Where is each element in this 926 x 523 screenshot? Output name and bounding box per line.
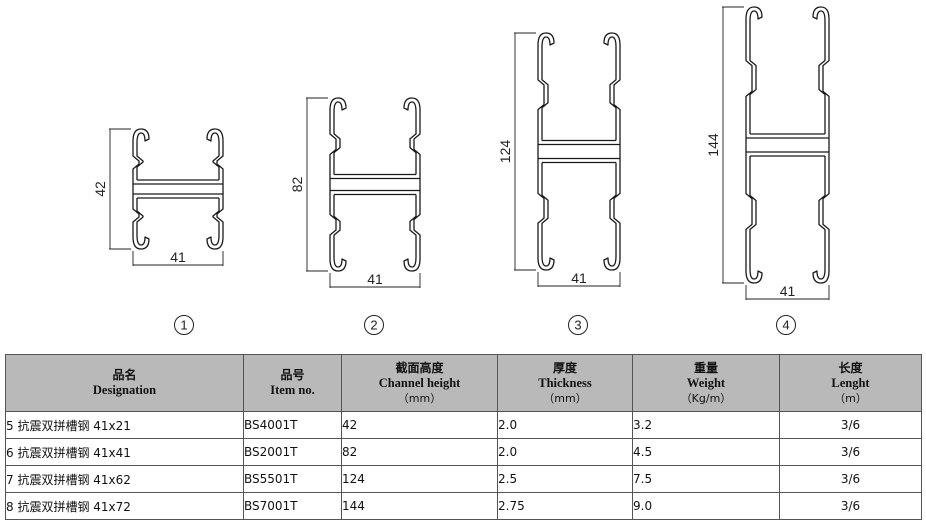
width-dimension-line: [329, 273, 421, 288]
profile-outline: [537, 32, 621, 271]
cell-length: 3/6: [779, 438, 922, 466]
profile-4: 144 41 4: [705, 6, 830, 335]
profile-2: 82 41 2: [289, 97, 421, 335]
profile-number-circle: [568, 315, 588, 335]
height-dimension-line: [722, 6, 744, 284]
width-dimension-line: [537, 272, 621, 287]
header-designation: 品名 Designation: [5, 354, 244, 412]
cell-thickness: 2.5: [497, 465, 633, 493]
height-dimension-label: 144: [705, 133, 721, 157]
width-dimension-line: [132, 251, 224, 266]
cell-thickness: 2.75: [497, 492, 633, 520]
header-length: 长度 Lenght （m）: [779, 354, 922, 412]
cell-designation: 8 抗震双拼槽钢 41x72: [5, 492, 244, 520]
table-row: 6 抗震双拼槽钢 41x41 BS2001T 82 2.0 4.5 3/6: [5, 438, 922, 466]
cell-thickness: 2.0: [497, 438, 633, 466]
width-dimension-label: 41: [170, 249, 186, 265]
cell-length: 3/6: [779, 411, 922, 439]
table-row: 7 抗震双拼槽钢 41x62 BS5501T 124 2.5 7.5 3/6: [5, 465, 922, 493]
cell-channel-height: 42: [341, 411, 498, 439]
header-channel-height: 截面高度 Channel height （mm）: [341, 354, 498, 412]
cell-weight: 7.5: [632, 465, 780, 493]
cell-weight: 4.5: [632, 438, 780, 466]
profile-1: 42 41 1: [92, 128, 224, 335]
cell-channel-height: 144: [341, 492, 498, 520]
width-dimension-label: 41: [780, 283, 796, 299]
height-dimension-line: [514, 32, 536, 271]
profile-number-label: 3: [574, 318, 581, 333]
height-dimension-label: 42: [92, 181, 108, 197]
cell-designation: 6 抗震双拼槽钢 41x41: [5, 438, 244, 466]
profile-number-label: 1: [180, 318, 187, 333]
profile-number-label: 2: [370, 318, 377, 333]
height-dimension-line: [306, 97, 328, 272]
profile-3: 124 41 3: [497, 32, 621, 335]
cell-thickness: 2.0: [497, 411, 633, 439]
cell-item-no: BS4001T: [243, 411, 342, 439]
width-dimension-label: 41: [367, 271, 383, 287]
height-dimension-line: [109, 128, 131, 250]
cell-channel-height: 82: [341, 438, 498, 466]
profile-number-circle: [776, 315, 796, 335]
header-weight: 重量 Weight （Kg/m）: [632, 354, 780, 412]
cell-designation: 7 抗震双拼槽钢 41x62: [5, 465, 244, 493]
cell-item-no: BS5501T: [243, 465, 342, 493]
cell-item-no: BS2001T: [243, 438, 342, 466]
cell-item-no: BS7001T: [243, 492, 342, 520]
cell-channel-height: 124: [341, 465, 498, 493]
cell-weight: 3.2: [632, 411, 780, 439]
profile-outline: [329, 97, 421, 272]
profile-outline: [745, 6, 830, 284]
profile-drawings: 42 41 1 82 41 2 124 41 3 144 41 4: [92, 6, 830, 335]
width-dimension-label: 41: [571, 270, 587, 286]
header-thickness: 厚度 Thickness （mm）: [497, 354, 633, 412]
profile-number-circle: [364, 315, 384, 335]
spec-table: 品名 Designation 品号 Item no. 截面高度 Channel …: [5, 354, 922, 520]
profile-number-circle: [174, 315, 194, 335]
table-header-row: 品名 Designation 品号 Item no. 截面高度 Channel …: [5, 354, 922, 412]
header-item-no: 品号 Item no.: [243, 354, 342, 412]
cell-weight: 9.0: [632, 492, 780, 520]
table-row: 8 抗震双拼槽钢 41x72 BS7001T 144 2.75 9.0 3/6: [5, 492, 922, 520]
cell-length: 3/6: [779, 465, 922, 493]
cell-length: 3/6: [779, 492, 922, 520]
cell-designation: 5 抗震双拼槽钢 41x21: [5, 411, 244, 439]
table-row: 5 抗震双拼槽钢 41x21 BS4001T 42 2.0 3.2 3/6: [5, 411, 922, 439]
width-dimension-line: [745, 285, 830, 300]
profile-number-label: 4: [782, 318, 789, 333]
height-dimension-label: 82: [289, 177, 305, 193]
profile-outline: [132, 128, 224, 250]
height-dimension-label: 124: [497, 140, 513, 164]
